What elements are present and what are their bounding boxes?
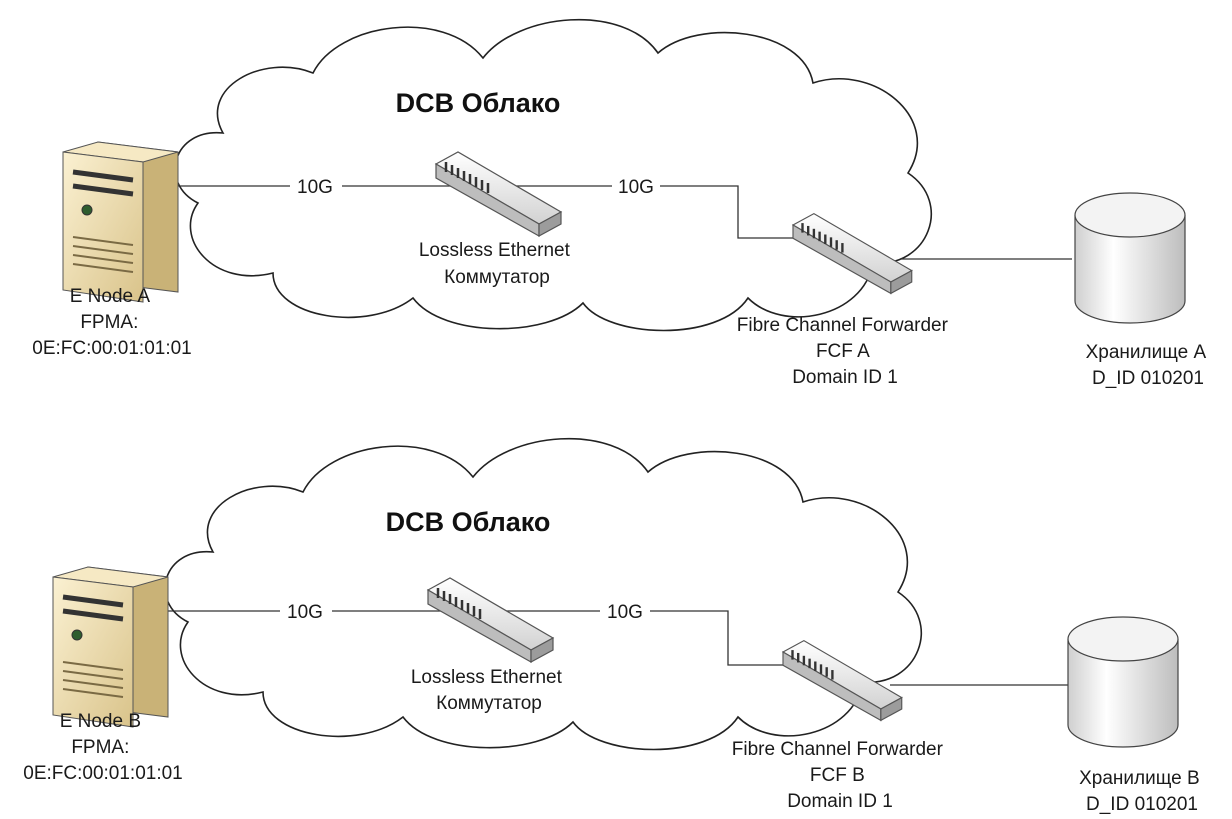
cloud-title: DCB Облако: [396, 88, 561, 118]
server-icon: [63, 142, 178, 302]
dcb-cloud: [174, 18, 933, 332]
server-icon: [53, 567, 168, 727]
link-speed-label: 10G: [297, 177, 333, 198]
storage-disk-icon: [1067, 616, 1179, 748]
enode-label: E Node B FPMA: 0E:FC:00:01:01:01: [23, 711, 183, 784]
enode-label: E Node A FPMA: 0E:FC:00:01:01:01: [32, 286, 192, 359]
diagram-a: DCB Облако 10G 10G E Node A FPMA: 0E:FC:…: [32, 18, 1211, 389]
fcf-label: Fibre Channel Forwarder FCF B Domain ID …: [732, 739, 948, 812]
dcb-cloud: [164, 437, 923, 751]
storage-disk-icon: [1074, 192, 1186, 324]
switch-label: Lossless Ethernet Коммутатор: [411, 667, 567, 714]
cloud-title: DCB Облако: [386, 507, 551, 537]
link-switch-fcf-right: [660, 185, 800, 239]
link-speed-label: 10G: [607, 602, 643, 623]
link-speed-label: 10G: [618, 177, 654, 198]
fcf-label: Fibre Channel Forwarder FCF A Domain ID …: [737, 315, 953, 388]
link-switch-fcf-right: [650, 610, 790, 666]
storage-label: Хранилище B D_ID 010201: [1079, 768, 1205, 815]
link-speed-label: 10G: [287, 602, 323, 623]
storage-label: Хранилище A D_ID 010201: [1086, 342, 1211, 389]
diagram-b: DCB Облако 10G 10G E Node B FPMA: 0E:FC:…: [23, 437, 1205, 815]
switch-label: Lossless Ethernet Коммутатор: [419, 240, 575, 288]
